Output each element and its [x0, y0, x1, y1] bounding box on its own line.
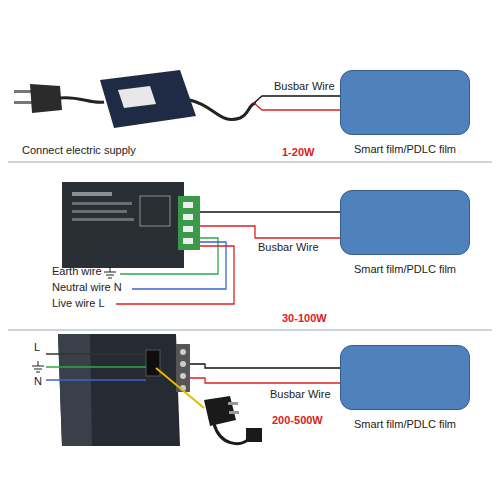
power-socket	[146, 350, 160, 376]
controller-print	[72, 192, 112, 196]
film-rectangle	[340, 190, 470, 255]
plug-prong	[228, 402, 238, 405]
busbar-wire-red	[200, 226, 340, 238]
earth-symbol-stem	[110, 266, 111, 272]
controller-print	[72, 210, 127, 213]
adapter-body	[100, 70, 196, 128]
film-panel: Smart film/PDLC film	[340, 70, 470, 135]
earth-wire	[120, 238, 218, 274]
live-wire	[116, 246, 234, 304]
film-rectangle	[340, 345, 470, 410]
film-name: Smart film/PDLC film	[354, 143, 456, 156]
controller-print	[72, 202, 132, 205]
film-panel: Smart film/PDLC film	[340, 345, 470, 410]
film-rectangle	[340, 70, 470, 135]
live-wire	[46, 353, 146, 354]
terminal-screw	[183, 214, 193, 220]
supply-label: Connect electric supply	[22, 144, 136, 157]
wire-label: Busbar Wire	[274, 80, 335, 93]
plug-prong	[14, 90, 32, 93]
adapter-sticker	[118, 86, 156, 108]
terminal-screw	[180, 373, 186, 379]
adapter-cable	[190, 100, 256, 120]
power-cord	[214, 424, 250, 444]
film-name: Smart film/PDLC film	[354, 263, 456, 276]
busbar-wire-black	[254, 96, 340, 103]
film-panel: Smart film/PDLC film	[340, 190, 470, 255]
leader-line	[156, 368, 204, 408]
earth-symbol-bar	[36, 372, 40, 373]
power-rating: 1-20W	[282, 146, 314, 159]
wire-name: N	[34, 375, 42, 388]
panel-separator	[8, 330, 492, 331]
power-rating: 200-500W	[272, 414, 323, 427]
neutral-wire	[46, 379, 146, 380]
film-name: Smart film/PDLC film	[354, 418, 456, 431]
terminal-strip	[176, 344, 190, 392]
terminal-block	[178, 196, 200, 250]
transformer-body	[58, 334, 180, 446]
busbar-wire-red	[254, 103, 340, 110]
wire-name: Earth wire	[52, 265, 102, 278]
terminal-screw	[183, 238, 193, 244]
controller-print	[72, 218, 134, 221]
wire-label: Busbar Wire	[270, 388, 331, 401]
earth-symbol-bar	[32, 366, 44, 367]
transformer-side	[58, 334, 92, 446]
wire-label: Busbar Wire	[258, 241, 319, 254]
terminal-screw	[180, 361, 186, 367]
plug-body	[30, 84, 62, 113]
busbar-wire-red	[190, 378, 340, 383]
terminal-screw	[183, 226, 193, 232]
earth-symbol-stem	[38, 361, 39, 366]
earth-symbol-bar	[106, 275, 114, 276]
plug-prong	[229, 411, 239, 414]
controller-body	[62, 182, 184, 268]
wire-name: Neutral wire N	[52, 281, 122, 294]
plug-prong	[14, 101, 32, 104]
neutral-wire	[132, 242, 226, 289]
busbar-wire-black	[190, 364, 340, 368]
wire-name: L	[34, 341, 40, 354]
controller-print	[140, 196, 170, 226]
terminal-screw	[180, 349, 186, 355]
busbar-wire-black	[200, 211, 340, 212]
earth-symbol	[32, 361, 44, 372]
terminal-screw	[183, 202, 193, 208]
adapter-cable	[60, 98, 104, 103]
earth-symbol-bar	[104, 272, 116, 273]
earth-wire	[46, 366, 146, 367]
earth-symbol	[104, 266, 116, 278]
power-rating: 30-100W	[282, 312, 327, 325]
panel-separator	[8, 162, 492, 163]
cord-connector	[246, 428, 262, 442]
wire-name: Live wire L	[52, 297, 105, 310]
earth-symbol-bar	[108, 278, 112, 279]
earth-symbol-bar	[34, 369, 42, 370]
